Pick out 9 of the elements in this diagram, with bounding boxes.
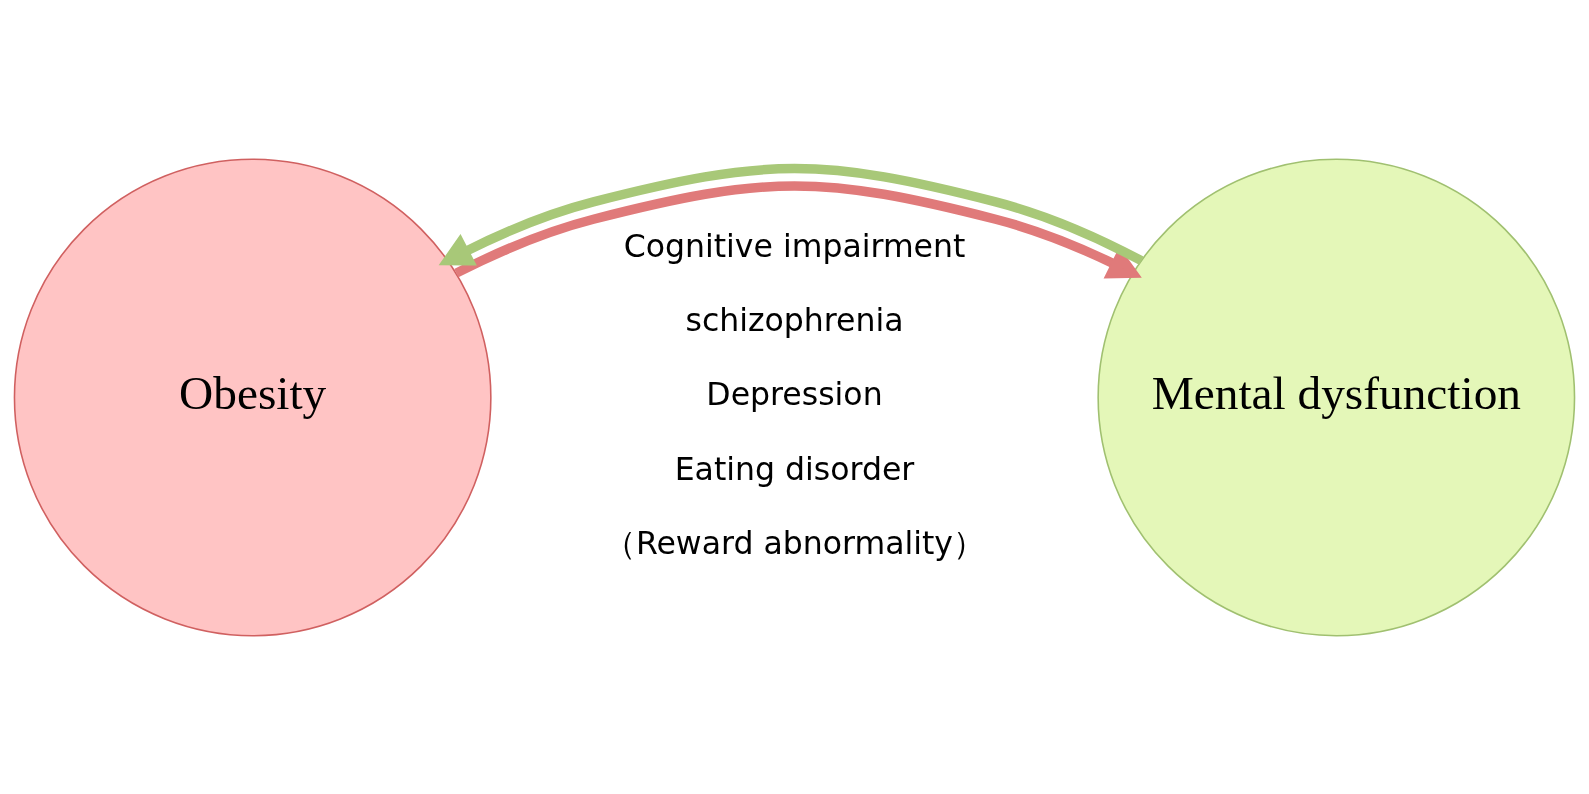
label: Cognitive impairment	[623, 227, 966, 264]
label: Eating disorder	[674, 450, 915, 487]
label: （Reward abnormality）	[603, 524, 986, 561]
node-circle: Obesity	[13, 158, 492, 636]
arrow	[454, 180, 1142, 278]
node-circle: Mental dysfunction	[1097, 158, 1576, 636]
label: schizophrenia	[685, 301, 904, 338]
label: Depression	[706, 375, 883, 412]
arrow	[438, 163, 1144, 266]
